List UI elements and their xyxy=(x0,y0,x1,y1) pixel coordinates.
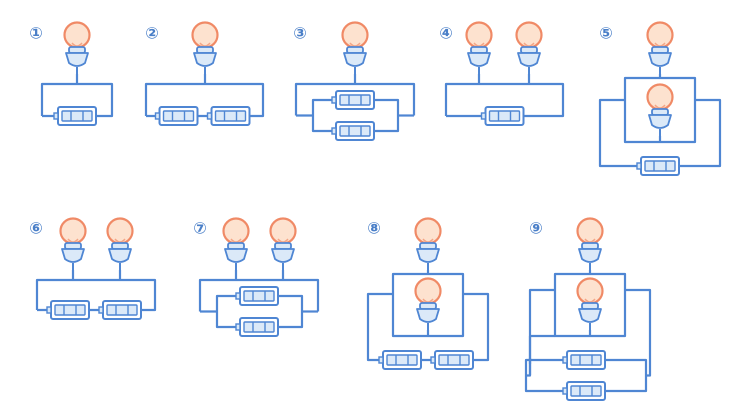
battery-icon xyxy=(331,121,375,141)
light-bulb-icon xyxy=(515,21,543,74)
light-bulb-icon xyxy=(222,217,250,270)
outer-loop-wire xyxy=(366,292,490,362)
circuit-label: ② xyxy=(145,24,159,43)
battery-icon xyxy=(235,317,279,337)
light-bulb-icon xyxy=(414,277,442,330)
circuit-label: ⑦ xyxy=(193,219,207,238)
circuit-5: ⑤ xyxy=(598,21,722,176)
outer-loop-wire xyxy=(526,288,555,377)
circuit-8: ⑧ xyxy=(366,217,490,370)
circuit-7: ⑦ xyxy=(193,217,320,337)
inner-loop-wire xyxy=(553,272,627,338)
battery-icon xyxy=(430,350,474,370)
circuit-label: ⑨ xyxy=(529,219,543,238)
battery-icon xyxy=(206,106,251,126)
light-bulb-icon xyxy=(341,21,369,74)
circuit-label: ③ xyxy=(293,24,307,43)
inner-loop-wire xyxy=(391,272,465,338)
light-bulb-icon xyxy=(576,217,604,270)
inner-loop-wire xyxy=(623,76,697,144)
circuit-1: ① xyxy=(29,21,114,126)
light-bulb-icon xyxy=(414,217,442,270)
battery-icon xyxy=(331,90,375,110)
circuit-2: ② xyxy=(144,21,265,126)
circuit-label: ⑤ xyxy=(599,24,613,43)
light-bulb-icon xyxy=(106,217,134,270)
light-bulb-icon xyxy=(269,217,297,270)
circuit-9: ⑨ xyxy=(524,217,652,401)
circuit-3: ③ xyxy=(293,21,416,141)
circuit-4: ④ xyxy=(439,21,565,126)
battery-icon xyxy=(562,350,606,370)
main-loop-wire xyxy=(198,278,320,312)
battery-icon xyxy=(98,300,142,320)
circuit-6: ⑥ xyxy=(29,217,157,320)
battery-icon xyxy=(378,350,422,370)
battery-icon xyxy=(562,381,606,401)
light-bulb-icon xyxy=(646,83,674,136)
circuit-label: ⑧ xyxy=(367,219,381,238)
circuit-label: ④ xyxy=(439,24,453,43)
circuit-label: ⑥ xyxy=(29,219,43,238)
light-bulb-icon xyxy=(63,21,91,74)
battery-icon xyxy=(235,286,279,306)
battery-icon xyxy=(480,106,525,126)
battery-icon xyxy=(46,300,90,320)
main-loop-wire xyxy=(294,82,416,116)
light-bulb-icon xyxy=(59,217,87,270)
circuit-label: ① xyxy=(29,24,43,43)
light-bulb-icon xyxy=(191,21,219,74)
light-bulb-icon xyxy=(576,277,604,330)
battery-icon xyxy=(53,106,97,126)
outer-loop-wire xyxy=(625,288,652,377)
light-bulb-icon xyxy=(465,21,493,74)
battery-icon xyxy=(636,156,680,176)
light-bulb-icon xyxy=(646,21,674,74)
battery-icon xyxy=(154,106,199,126)
